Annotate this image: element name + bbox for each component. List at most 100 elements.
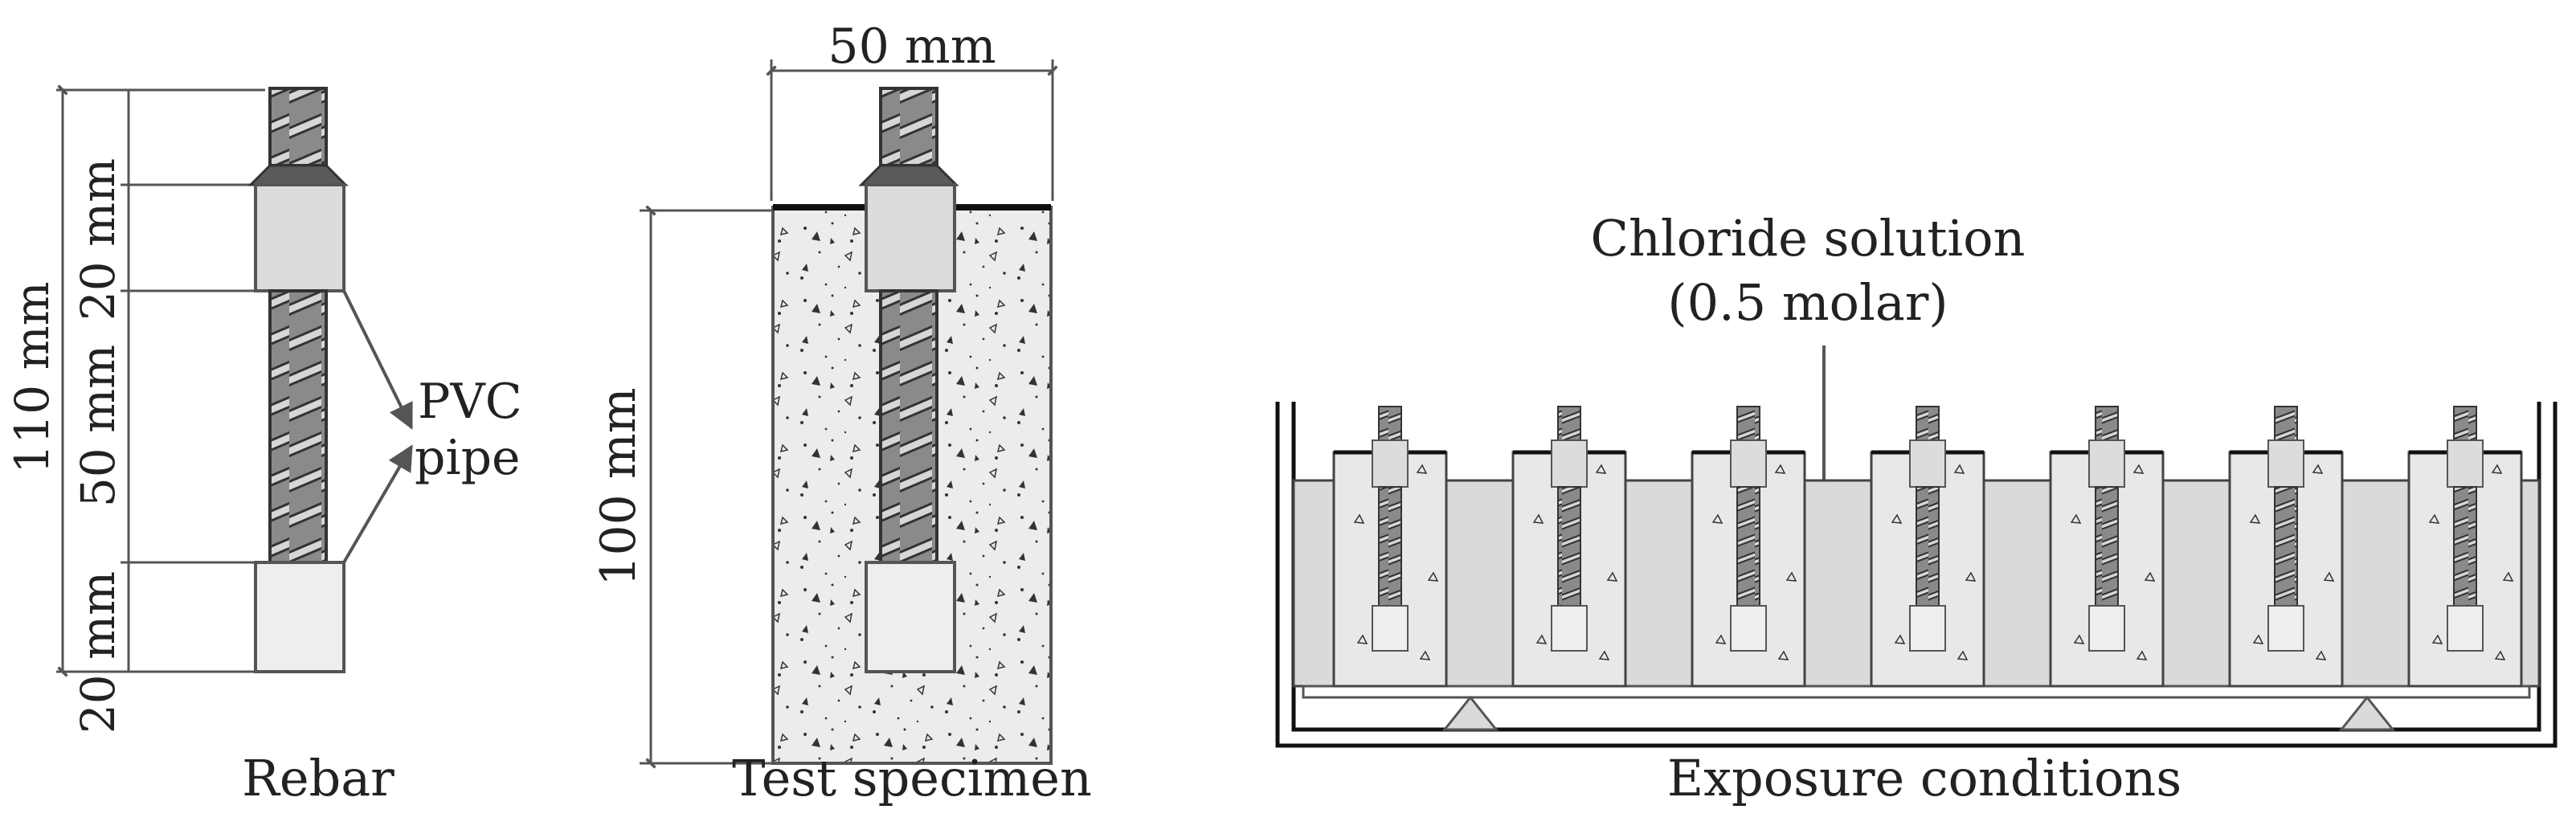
immersed-rebar-stub: [1736, 406, 1760, 441]
aggregate-mark: [2144, 571, 2156, 582]
aggregate-mark: [1353, 513, 1365, 524]
specimen-rebar-middle: [879, 289, 938, 564]
specimen-pvc-top: [865, 183, 956, 292]
aggregate-mark: [1532, 513, 1544, 524]
aggregate-mark: [2252, 634, 2264, 644]
immersed-specimen: [2407, 406, 2523, 688]
aggregate-mark: [1427, 571, 1439, 582]
aggregate-mark: [2502, 571, 2514, 582]
immersed-rebar-middle: [1916, 486, 1940, 607]
immersed-pvc-top: [1551, 439, 1588, 488]
immersed-pvc-top: [1372, 439, 1409, 488]
immersed-rebar-middle: [2095, 486, 2119, 607]
specimen-dimension-lines: [640, 59, 1058, 769]
immersed-specimen: [2228, 406, 2344, 688]
exposure-panel: Chloride solution (0.5 molar) Exposure c…: [1275, 209, 2558, 807]
aggregate-mark: [1777, 650, 1789, 660]
aggregate-mark: [1891, 513, 1903, 524]
aggregate-mark: [2431, 634, 2443, 644]
immersed-pvc-top: [1730, 439, 1767, 488]
aggregate-mark: [1715, 634, 1727, 644]
support-wedge-left: [1441, 695, 1499, 731]
immersed-pvc-top: [2088, 439, 2125, 488]
aggregate-mark: [1711, 513, 1723, 524]
immersed-rebar-middle: [2453, 486, 2477, 607]
immersed-rebar-stub: [2095, 406, 2119, 441]
rebar-panel: 110 mm 20 mm 50 mm 20 mm PVC pipe Rebar: [5, 84, 522, 807]
exposure-caption: Exposure conditions: [1667, 749, 2181, 807]
aggregate-mark: [1598, 650, 1610, 660]
aggregate-mark: [1785, 571, 1797, 582]
immersed-specimen: [2049, 406, 2165, 688]
aggregate-mark: [1894, 634, 1906, 644]
specimen-drawing: [771, 87, 1053, 765]
pvc-callout-arrows: [342, 290, 413, 564]
specimen-caption: Test specimen: [732, 749, 1092, 807]
immersed-specimen: [1511, 406, 1627, 688]
immersed-rebar-stub: [1378, 406, 1402, 441]
aggregate-mark: [1774, 464, 1786, 474]
aggregate-mark: [2070, 513, 2082, 524]
immersed-rebar-stub: [1916, 406, 1940, 441]
rebar-top-pipe-length-label: 20 mm: [71, 158, 125, 321]
aggregate-mark: [2073, 634, 2085, 644]
immersed-rebar-middle: [2274, 486, 2298, 607]
aggregate-mark: [1953, 464, 1965, 474]
rebar-top-cap: [247, 164, 349, 186]
aggregate-mark: [1957, 650, 1969, 660]
aggregate-mark: [1965, 571, 1977, 582]
immersed-pvc-top: [2267, 439, 2304, 488]
aggregate-mark: [2428, 513, 2440, 524]
immersed-pvc-bottom: [2267, 605, 2304, 652]
specimen-panel: 50 mm 100 mm Test specimen: [591, 18, 1092, 807]
specimen-height-label: 100 mm: [591, 387, 647, 586]
immersed-specimen: [1870, 406, 1985, 688]
aggregate-mark: [1416, 464, 1428, 474]
immersed-rebar-middle: [1378, 486, 1402, 607]
specimen-support-plate: [1302, 685, 2531, 699]
immersed-pvc-top: [1909, 439, 1946, 488]
immersed-rebar-middle: [1736, 486, 1760, 607]
aggregate-mark: [1535, 634, 1548, 644]
specimen-width-label: 50 mm: [828, 18, 996, 75]
immersed-pvc-bottom: [2088, 605, 2125, 652]
rebar-total-length-label: 110 mm: [5, 281, 59, 473]
aggregate-mark: [2136, 650, 2148, 660]
aggregate-mark: [1356, 634, 1368, 644]
immersed-rebar-stub: [2274, 406, 2298, 441]
specimen-rebar-cap: [858, 164, 959, 186]
immersed-pvc-bottom: [1372, 605, 1409, 652]
immersed-specimen: [1332, 406, 1448, 688]
aggregate-mark: [2132, 464, 2145, 474]
aggregate-mark: [2315, 650, 2327, 660]
pvc-label-line2: pipe: [415, 430, 521, 486]
support-wedge-right: [2338, 695, 2396, 731]
rebar-middle-length-label: 50 mm: [71, 345, 125, 507]
immersed-pvc-bottom: [1551, 605, 1588, 652]
aggregate-mark: [2323, 571, 2335, 582]
aggregate-mark: [2249, 513, 2261, 524]
aggregate-mark: [2491, 464, 2503, 474]
immersed-rebar-middle: [1557, 486, 1581, 607]
rebar-bottom-pipe-length-label: 20 mm: [71, 571, 125, 734]
immersed-pvc-bottom: [1730, 605, 1767, 652]
rebar-dimension-lines: [56, 84, 265, 677]
pvc-pipe-top: [254, 183, 346, 292]
immersed-rebar-stub: [2453, 406, 2477, 441]
immersed-pvc-bottom: [2447, 605, 2484, 652]
pvc-pipe-bottom: [254, 561, 346, 673]
aggregate-mark: [1606, 571, 1618, 582]
immersed-specimen: [1691, 406, 1806, 688]
aggregate-mark: [1595, 464, 1607, 474]
rebar-caption: Rebar: [242, 749, 395, 807]
solution-label-line1: Chloride solution: [1591, 209, 2026, 268]
immersed-rebar-stub: [1557, 406, 1581, 441]
solution-label-line2: (0.5 molar): [1667, 273, 1948, 332]
pvc-label-line1: PVC: [418, 374, 522, 430]
specimen-pvc-bottom: [865, 561, 956, 673]
aggregate-mark: [2312, 464, 2324, 474]
immersed-specimens: [1332, 406, 2523, 688]
aggregate-mark: [2494, 650, 2506, 660]
